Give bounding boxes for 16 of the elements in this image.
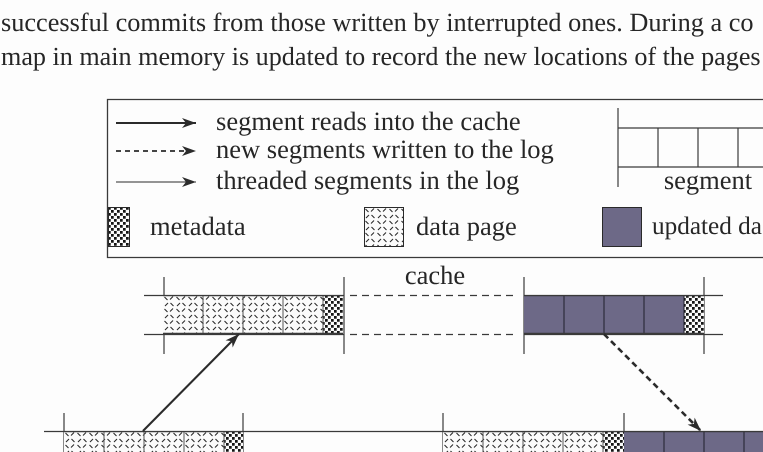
symbol-label: segment	[664, 164, 752, 196]
segment-strip	[163, 295, 343, 334]
legend-label: data page	[416, 210, 517, 242]
legend-label: updated da	[652, 212, 762, 241]
arrow	[142, 333, 240, 432]
segment-strip	[624, 431, 763, 452]
region-label: cache	[404, 260, 466, 290]
legend-label: segment reads into the cache	[216, 106, 521, 136]
body-text: successful commits from those written by interrupted ones. During a co	[1, 8, 754, 38]
segment-strip	[524, 295, 704, 334]
legend-label: threaded segments in the log	[216, 164, 520, 196]
segment-strip	[443, 431, 624, 452]
legend-label: metadata	[150, 210, 246, 242]
body-text: map in main memory is updated to record the new locations of the pages	[1, 42, 761, 72]
dashed-arrow	[603, 333, 702, 432]
segment-strip	[64, 431, 243, 452]
